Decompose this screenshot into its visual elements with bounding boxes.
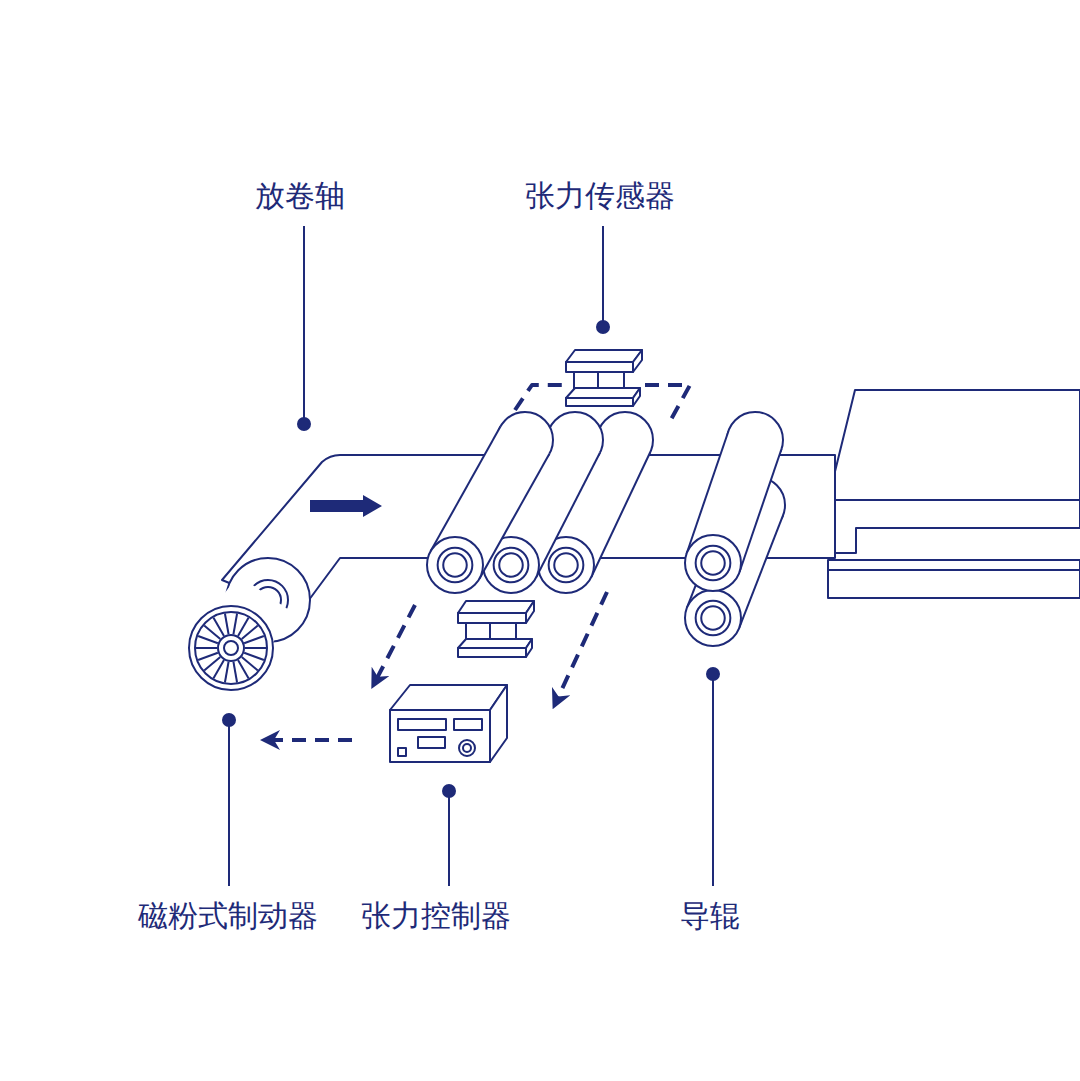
roller-edge (739, 449, 781, 572)
signal-arrows (268, 385, 690, 740)
roller-end (701, 606, 725, 630)
roller-edge (536, 453, 600, 578)
tension-sensor-icon (566, 350, 642, 406)
brake-spoke (225, 614, 229, 635)
brake-spoke (245, 647, 266, 649)
brake-spoke (225, 662, 229, 683)
tension-controller-icon (390, 685, 507, 762)
part-label: 导辊 (678, 898, 742, 934)
roller-end (696, 546, 731, 581)
brake-spoke (233, 614, 237, 635)
roller-end (494, 548, 529, 583)
roller-end (701, 551, 725, 575)
brake-spoke (204, 626, 220, 639)
roller-end (443, 553, 467, 577)
roller-end (499, 553, 523, 577)
part-label: 磁粉式制动器 (136, 898, 320, 934)
brake-spoke (238, 660, 249, 678)
roller-end (554, 553, 578, 577)
roller-end (696, 601, 731, 636)
roller-end (438, 548, 473, 583)
brake-spoke (214, 618, 225, 636)
tension-sensor-icon (458, 601, 534, 657)
part-label: 张力控制器 (359, 898, 513, 934)
brake-spoke (196, 647, 217, 649)
brake-spoke (198, 636, 218, 643)
roller-end (549, 548, 584, 583)
roller-end (685, 590, 741, 646)
part-label: 张力传感器 (523, 178, 677, 214)
roller-end (427, 537, 483, 593)
roller-edge (479, 454, 549, 579)
brake-spoke (233, 662, 237, 683)
machine-platform (828, 390, 1080, 598)
roller-end (685, 535, 741, 591)
brake-spoke (204, 657, 220, 670)
roller-body (431, 426, 550, 578)
brake-spoke (214, 660, 225, 678)
brake-spoke (198, 653, 218, 660)
brake-spoke (242, 657, 258, 670)
brake-spoke (244, 636, 264, 643)
brake-spoke (242, 626, 258, 639)
tension-rollers (427, 412, 785, 646)
unwind-roll (189, 558, 310, 690)
roller-edge (431, 426, 501, 551)
roller-edge (591, 452, 650, 577)
brake-spoke (244, 653, 264, 660)
brake-spoke (238, 618, 249, 636)
part-label: 放卷轴 (253, 178, 347, 214)
